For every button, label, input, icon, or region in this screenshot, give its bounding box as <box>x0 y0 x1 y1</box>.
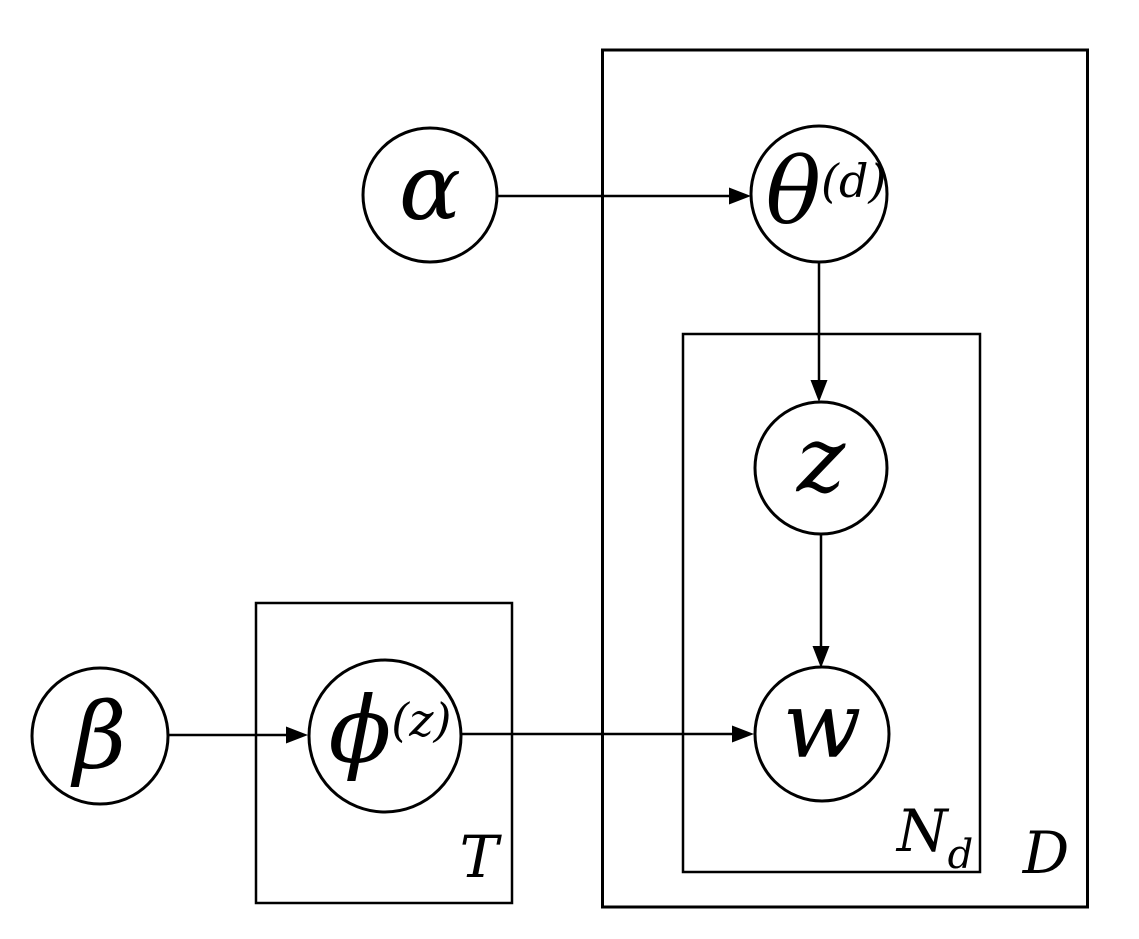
edge-z-w <box>812 534 830 668</box>
node-alpha: α <box>361 126 499 264</box>
node-z-label: z <box>796 406 846 513</box>
edge-phi-w <box>461 725 754 743</box>
plate-label-Nd-sub: d <box>948 832 974 878</box>
node-z-circle <box>753 400 889 536</box>
edges <box>168 187 830 744</box>
node-z: z <box>753 400 889 536</box>
node-w-label: w <box>783 672 862 779</box>
plate-D <box>601 48 1089 909</box>
edge-beta-phi <box>168 726 308 744</box>
edge-theta-z <box>810 262 828 402</box>
arrowhead-theta-z <box>810 380 828 402</box>
plate-label-T: T <box>460 823 503 891</box>
node-alpha-label: α <box>399 134 461 241</box>
arrowhead-alpha-theta <box>729 187 751 205</box>
node-w-circle <box>753 665 891 803</box>
arrowhead-beta-phi <box>286 726 308 744</box>
node-theta-superscript: (d) <box>821 154 886 208</box>
arrowhead-z-w <box>812 646 830 668</box>
plate-Nd <box>681 332 982 874</box>
plate-label-Nd-main: N <box>895 797 950 865</box>
node-phi-superscript: (z) <box>391 693 451 747</box>
node-alpha-circle <box>361 126 499 264</box>
node-theta-circle <box>749 124 889 264</box>
node-theta-symbol: θ <box>766 138 821 245</box>
node-beta: β <box>30 666 170 806</box>
node-phi-circle <box>307 658 463 814</box>
node-beta-label: β <box>70 683 126 790</box>
nodes: α θ(d) z w β ϕ(z) <box>30 124 891 814</box>
plate-label-D: D <box>1022 819 1070 887</box>
node-theta: θ(d) <box>749 124 889 264</box>
plate-label-Nd: Nd <box>895 797 973 878</box>
node-beta-circle <box>30 666 170 806</box>
plates: T Nd D <box>254 48 1089 909</box>
node-phi-symbol: ϕ <box>329 677 392 784</box>
arrowhead-phi-w <box>732 725 754 743</box>
edge-alpha-theta <box>497 187 751 205</box>
plate-T <box>254 601 514 905</box>
node-phi-label: ϕ(z) <box>329 677 452 784</box>
node-w: w <box>753 665 891 803</box>
node-theta-label: θ(d) <box>766 138 887 245</box>
node-phi: ϕ(z) <box>307 658 463 814</box>
